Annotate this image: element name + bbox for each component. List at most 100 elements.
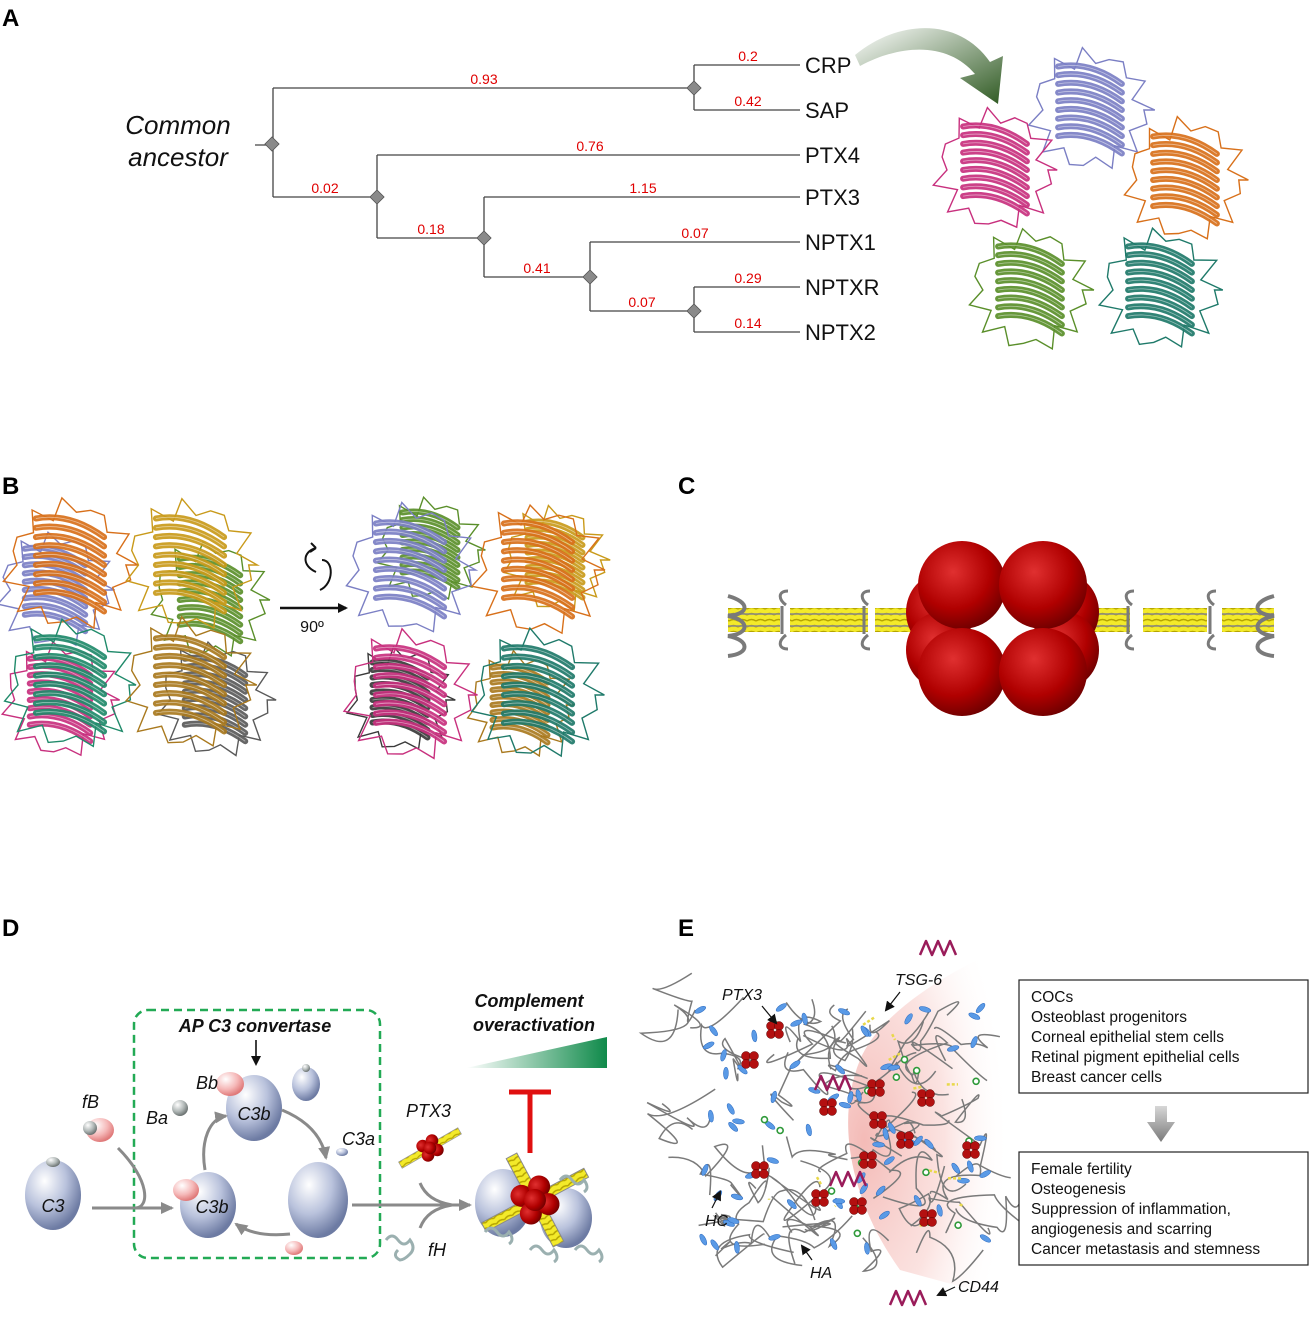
ptx3-cluster — [896, 1131, 914, 1149]
c3a-fragment — [336, 1148, 348, 1156]
fb-bound — [173, 1179, 199, 1201]
node-nptxr-nptx2 — [686, 303, 702, 319]
fh-bound — [483, 1226, 514, 1246]
cd44-receptor — [918, 939, 958, 957]
subunit-front — [124, 615, 258, 748]
hc-chain — [775, 1003, 787, 1012]
hc-chain — [838, 1102, 852, 1109]
leaf-nptxr: NPTXR — [805, 275, 880, 300]
tsg6-molecule — [853, 1229, 862, 1238]
subunit-front — [345, 501, 479, 633]
tsg6-molecule — [954, 1221, 962, 1230]
ptx3-cluster — [811, 1189, 829, 1207]
hc-chain — [913, 1195, 922, 1207]
hc-chain — [709, 1025, 718, 1037]
hc-chain — [951, 1162, 961, 1174]
cycle-arrow-right — [281, 1108, 331, 1160]
branch-length-nptxr-nptx2-clade: 0.07 — [628, 294, 655, 310]
pentraxin-domain — [918, 628, 1006, 716]
hc-chain — [790, 1019, 803, 1027]
overactivation-label-line1: Complement — [474, 991, 584, 1011]
hc-chain — [847, 1091, 854, 1104]
root-label-line1: Common — [125, 110, 230, 140]
ptx3-cluster — [751, 1161, 769, 1179]
ap-c3-convertase-title: AP C3 convertase — [178, 1016, 331, 1036]
ha-strand — [802, 1034, 868, 1068]
hc-chain — [723, 1066, 729, 1080]
tsg6-molecule — [776, 1126, 784, 1135]
subunit-front — [470, 503, 606, 635]
ha-strand — [915, 1229, 984, 1283]
ha-strand — [782, 1218, 831, 1233]
ptx3-cluster — [919, 1209, 937, 1227]
hc-chain — [751, 1029, 758, 1043]
down-arrow-functions — [1147, 1106, 1175, 1142]
c3-molecule — [25, 1160, 81, 1230]
cycle-arrow-up — [202, 1111, 228, 1171]
node-crp-sap — [686, 80, 702, 96]
fh-bound — [528, 1244, 559, 1264]
c3-small-molecule — [292, 1067, 320, 1101]
ha-strand — [910, 1001, 960, 1052]
ap-c3-convertase-box — [132, 1008, 382, 1260]
hc-chain — [967, 1160, 974, 1173]
c3-label: C3 — [41, 1196, 64, 1216]
cell-type-item: COCs — [1031, 989, 1073, 1006]
ptx3-arm — [888, 1051, 903, 1062]
leaf-nptx2: NPTX2 — [805, 320, 876, 345]
function-item: Suppression of inflammation, — [1031, 1201, 1231, 1218]
ha-strand — [818, 1143, 902, 1200]
node-ptx4 — [369, 189, 385, 205]
protomer-green — [968, 227, 1095, 351]
tsg6-molecule — [912, 1066, 921, 1075]
pentraxin-domain — [999, 541, 1087, 629]
subunit-front — [470, 626, 605, 758]
hc-chain — [786, 1199, 797, 1209]
branch-length-ptx3-clade: 0.18 — [417, 221, 444, 237]
cd44-receptor — [828, 1170, 868, 1188]
linker-loop — [778, 589, 789, 651]
ptx3-cluster — [962, 1141, 980, 1159]
panel-label-b: B — [2, 473, 19, 500]
hc-chain — [708, 1109, 714, 1123]
ptx3-pointer — [761, 1005, 778, 1025]
hc-chain — [979, 1234, 991, 1243]
ha-strand — [827, 1031, 880, 1080]
hc-chain — [832, 1198, 846, 1204]
hc-chain — [887, 1064, 900, 1071]
hc-label: HC — [705, 1213, 729, 1230]
cell-type-item: Retinal pigment epithelial cells — [1031, 1049, 1240, 1066]
c3b-large-molecule — [288, 1162, 348, 1238]
branch-length-crp-sap-clade: 0.93 — [470, 71, 497, 87]
ha-strand — [796, 998, 832, 1060]
ha-strand — [928, 1165, 991, 1235]
tsg6-label: TSG-6 — [895, 972, 942, 989]
ha-strand — [869, 1091, 917, 1157]
octamer-structure-front — [0, 496, 277, 757]
hc-chain — [878, 1210, 890, 1220]
leaf-ptx3: PTX3 — [805, 185, 860, 210]
tsg6-molecule — [760, 1115, 769, 1124]
protomer-orange — [1123, 115, 1249, 240]
ptx3-arm — [815, 1176, 823, 1187]
leaf-crp: CRP — [805, 53, 851, 78]
hc-chain — [838, 1008, 850, 1016]
ha-strand — [758, 1171, 821, 1216]
cd44-receptor — [813, 1074, 853, 1092]
complement-pathway-diagram: AP C3 convertase Complement overactivati… — [25, 991, 607, 1264]
hc-chain — [835, 1064, 845, 1075]
arrow-ptx3-join — [418, 1182, 453, 1207]
hc-chain — [968, 1012, 981, 1020]
octamer-structure-rotated — [342, 495, 611, 760]
c3a-label: C3a — [342, 1129, 375, 1149]
extracellular-matrix-diagram: PTX3 TSG-6 HC HA CD44 COCs Osteoblast pr… — [638, 939, 1309, 1307]
curved-arrow — [855, 28, 1003, 105]
ptx3-arm — [862, 1015, 876, 1026]
hc-chain — [975, 1003, 986, 1014]
pentamer-structure — [931, 46, 1249, 351]
fh-bound — [558, 1174, 589, 1194]
ha-strand — [788, 1217, 836, 1264]
ha-strand — [668, 1143, 760, 1178]
protomer-magenta — [931, 106, 1058, 229]
hc-chain — [924, 1138, 934, 1149]
